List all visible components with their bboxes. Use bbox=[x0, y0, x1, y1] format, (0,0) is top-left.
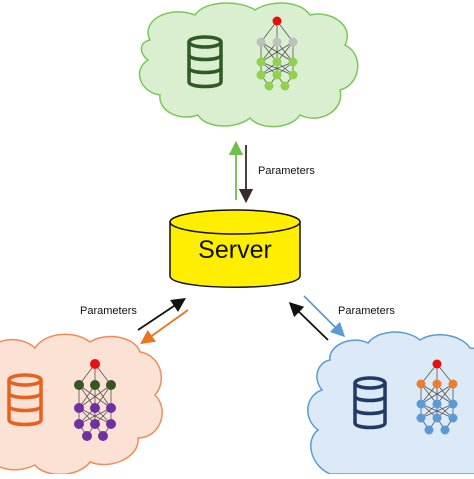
database-icon bbox=[353, 376, 387, 430]
arrow-server-to-left bbox=[140, 309, 189, 345]
client-cloud-right bbox=[307, 331, 474, 475]
cloud-shape bbox=[138, 2, 359, 128]
edge-label-top: Parameters bbox=[258, 165, 315, 177]
client-cloud-left bbox=[0, 333, 163, 476]
neural-network-icon bbox=[416, 359, 458, 435]
arrow-left-to-server bbox=[137, 298, 186, 331]
database-icon bbox=[7, 373, 43, 427]
database-icon bbox=[187, 35, 223, 89]
neural-network-icon bbox=[74, 359, 116, 441]
server-cylinder bbox=[169, 209, 301, 288]
neural-network-icon bbox=[256, 16, 298, 91]
cloud-shape bbox=[307, 331, 474, 475]
server-label: Server bbox=[198, 236, 272, 264]
edge-label-left: Parameters bbox=[80, 305, 137, 317]
edge-label-right: Parameters bbox=[338, 305, 395, 317]
arrow-right-to-server bbox=[288, 301, 329, 341]
client-cloud-top bbox=[138, 2, 359, 128]
arrow-server-to-right bbox=[303, 295, 346, 338]
